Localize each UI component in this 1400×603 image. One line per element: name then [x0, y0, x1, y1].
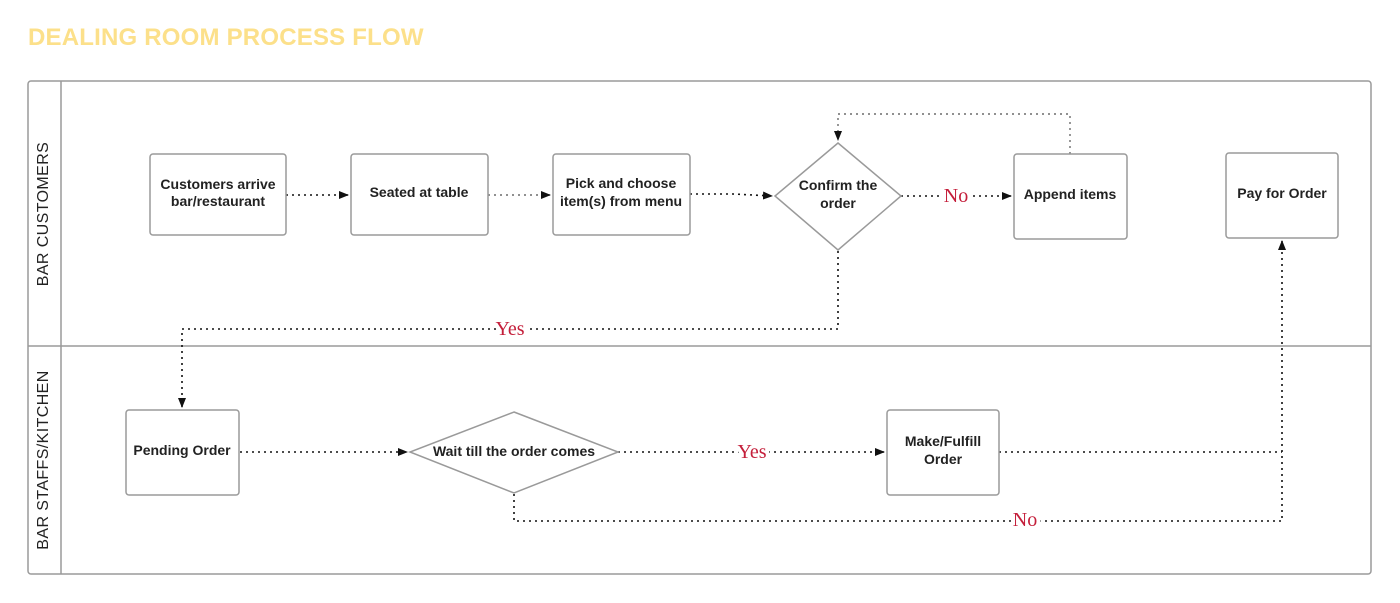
node-label: Make/Fulfill — [905, 433, 981, 449]
node-label: order — [820, 195, 856, 211]
edge-append-loop-to-confirm — [834, 113, 1071, 154]
node-customers-arrive[interactable]: Customers arrive bar/restaurant — [149, 153, 287, 236]
page-title: DEALING ROOM PROCESS FLOW — [28, 24, 424, 51]
edge-wait-no-to-pay — [513, 240, 1286, 522]
node-label: Confirm the — [799, 177, 878, 193]
node-label: Customers arrive — [160, 176, 275, 192]
edge-pick-to-confirm — [690, 191, 773, 200]
node-pick-items[interactable]: Pick and choose item(s) from menu — [552, 153, 691, 236]
lane-label-customers: BAR CUSTOMERS — [35, 142, 52, 286]
node-label: Order — [924, 451, 963, 467]
lane-label-staff: BAR STAFFS/KITCHEN — [35, 370, 52, 549]
node-label: Append items — [1024, 186, 1117, 202]
edges — [178, 113, 1286, 522]
node-seated-at-table[interactable]: Seated at table — [350, 153, 489, 236]
node-label: Pay for Order — [1237, 185, 1327, 201]
edge-labels: No Yes Yes No — [491, 181, 1041, 535]
node-label: Pending Order — [133, 442, 231, 458]
node-pending-order[interactable]: Pending Order — [125, 409, 240, 496]
node-make-fulfill-order[interactable]: Make/Fulfill Order — [886, 409, 1000, 496]
edge-label-confirm-no: No — [944, 185, 968, 207]
node-label: bar/restaurant — [171, 193, 265, 209]
node-pay-for-order[interactable]: Pay for Order — [1225, 152, 1339, 239]
node-append-items[interactable]: Append items — [1013, 153, 1128, 240]
edge-label-wait-no: No — [1013, 509, 1037, 531]
node-label: Seated at table — [370, 184, 469, 200]
swimlane-frame — [27, 80, 1372, 575]
edge-label-confirm-yes: Yes — [495, 318, 524, 340]
node-label: item(s) from menu — [560, 193, 682, 209]
node-label: Wait till the order comes — [433, 443, 595, 459]
node-label: Pick and choose — [566, 175, 677, 191]
edge-label-wait-yes: Yes — [737, 441, 766, 463]
decision-confirm-order[interactable]: Confirm the order — [773, 142, 903, 251]
decision-wait-order[interactable]: Wait till the order comes — [407, 411, 621, 494]
